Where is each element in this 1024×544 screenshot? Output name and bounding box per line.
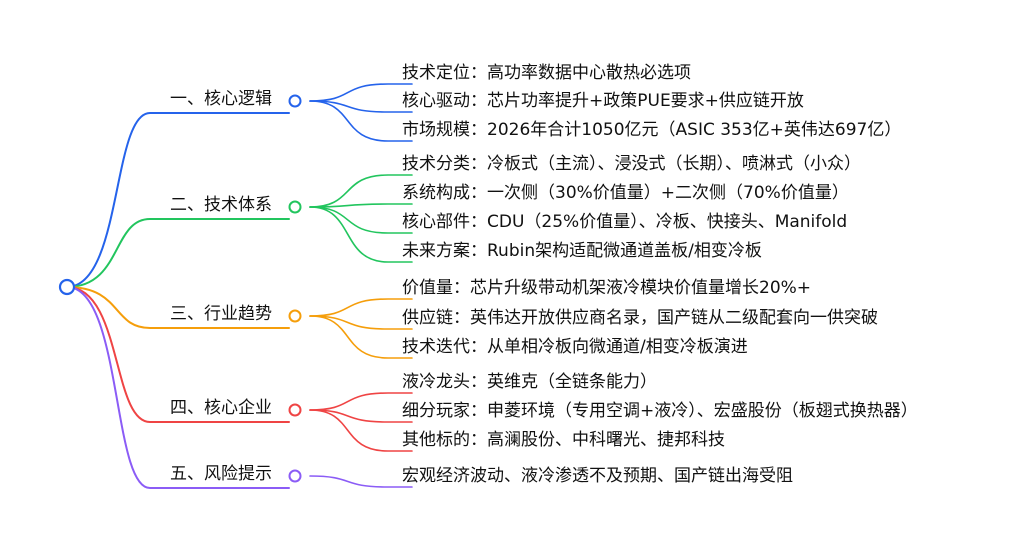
- branch-label-2[interactable]: 二、技术体系: [170, 195, 272, 215]
- branch-label-3[interactable]: 三、行业趋势: [170, 304, 272, 324]
- branch-connector-2: [66, 218, 290, 288]
- branch-node-5[interactable]: [288, 469, 302, 483]
- leaf-connector-2-1: [309, 174, 413, 208]
- leaf-connector-5-1: [309, 475, 413, 488]
- leaf-connector-3-3: [309, 315, 413, 359]
- connector-lines: [66, 83, 413, 489]
- leaf-label-3-2[interactable]: 供应链：英伟达开放供应商名录，国产链从二级配套向一供突破: [402, 308, 878, 328]
- leaf-label-2-3[interactable]: 核心部件：CDU（25%价值量）、冷板、快接头、Manifold: [402, 212, 848, 232]
- leaf-label-4-2[interactable]: 细分玩家：申菱环境（专用空调+液冷）、宏盛股份（板翅式换热器）: [402, 401, 918, 421]
- branch-connector-4: [66, 286, 290, 423]
- leaf-label-3-3[interactable]: 技术迭代：从单相冷板向微通道/相变冷板演进: [402, 337, 748, 357]
- branch-connector-5: [66, 286, 290, 489]
- leaf-label-2-1[interactable]: 技术分类：冷板式（主流）、浸没式（长期）、喷淋式（小众）: [402, 154, 861, 174]
- branch-connector-1: [66, 112, 290, 288]
- leaf-connector-4-1: [309, 392, 413, 411]
- root-node[interactable]: [58, 278, 76, 296]
- leaf-label-5-1[interactable]: 宏观经济波动、液冷渗透不及预期、国产链出海受阻: [402, 466, 793, 486]
- leaf-label-4-1[interactable]: 液冷龙头：英维克（全链条能力）: [402, 372, 657, 392]
- leaf-connector-2-4: [309, 206, 413, 263]
- branch-label-5[interactable]: 五、风险提示: [170, 464, 272, 484]
- leaf-connector-1-1: [309, 83, 413, 102]
- leaf-label-2-4[interactable]: 未来方案：Rubin架构适配微通道盖板/相变冷板: [402, 241, 762, 261]
- leaf-label-1-1[interactable]: 技术定位：高功率数据中心散热必选项: [402, 63, 691, 83]
- branch-connector-3: [66, 286, 290, 329]
- leaf-label-4-3[interactable]: 其他标的：高澜股份、中科曙光、捷邦科技: [402, 430, 725, 450]
- leaf-connector-1-2: [309, 100, 413, 113]
- leaf-connector-4-2: [309, 409, 413, 423]
- node-markers: [58, 94, 302, 483]
- branch-node-3[interactable]: [288, 309, 302, 323]
- branch-label-1[interactable]: 一、核心逻辑: [170, 89, 272, 109]
- leaf-connector-2-3: [309, 206, 413, 234]
- leaf-connector-1-3: [309, 100, 413, 142]
- branch-node-4[interactable]: [288, 403, 302, 417]
- leaf-connector-3-1: [309, 298, 413, 317]
- leaf-connector-2-2: [309, 203, 413, 208]
- leaf-label-1-2[interactable]: 核心驱动：芯片功率提升+政策PUE要求+供应链开放: [402, 91, 804, 111]
- leaf-label-2-2[interactable]: 系统构成：一次侧（30%价值量）+二次侧（70%价值量）: [402, 183, 849, 203]
- leaf-label-3-1[interactable]: 价值量：芯片升级带动机架液冷模块价值量增长20%+: [402, 278, 812, 298]
- leaf-connector-3-2: [309, 315, 413, 330]
- leaf-label-1-3[interactable]: 市场规模：2026年合计1050亿元（ASIC 353亿+英伟达697亿）: [402, 120, 902, 140]
- leaf-connector-4-3: [309, 409, 413, 452]
- branch-node-1[interactable]: [288, 94, 302, 108]
- branch-label-4[interactable]: 四、核心企业: [170, 398, 272, 418]
- branch-node-2[interactable]: [288, 200, 302, 214]
